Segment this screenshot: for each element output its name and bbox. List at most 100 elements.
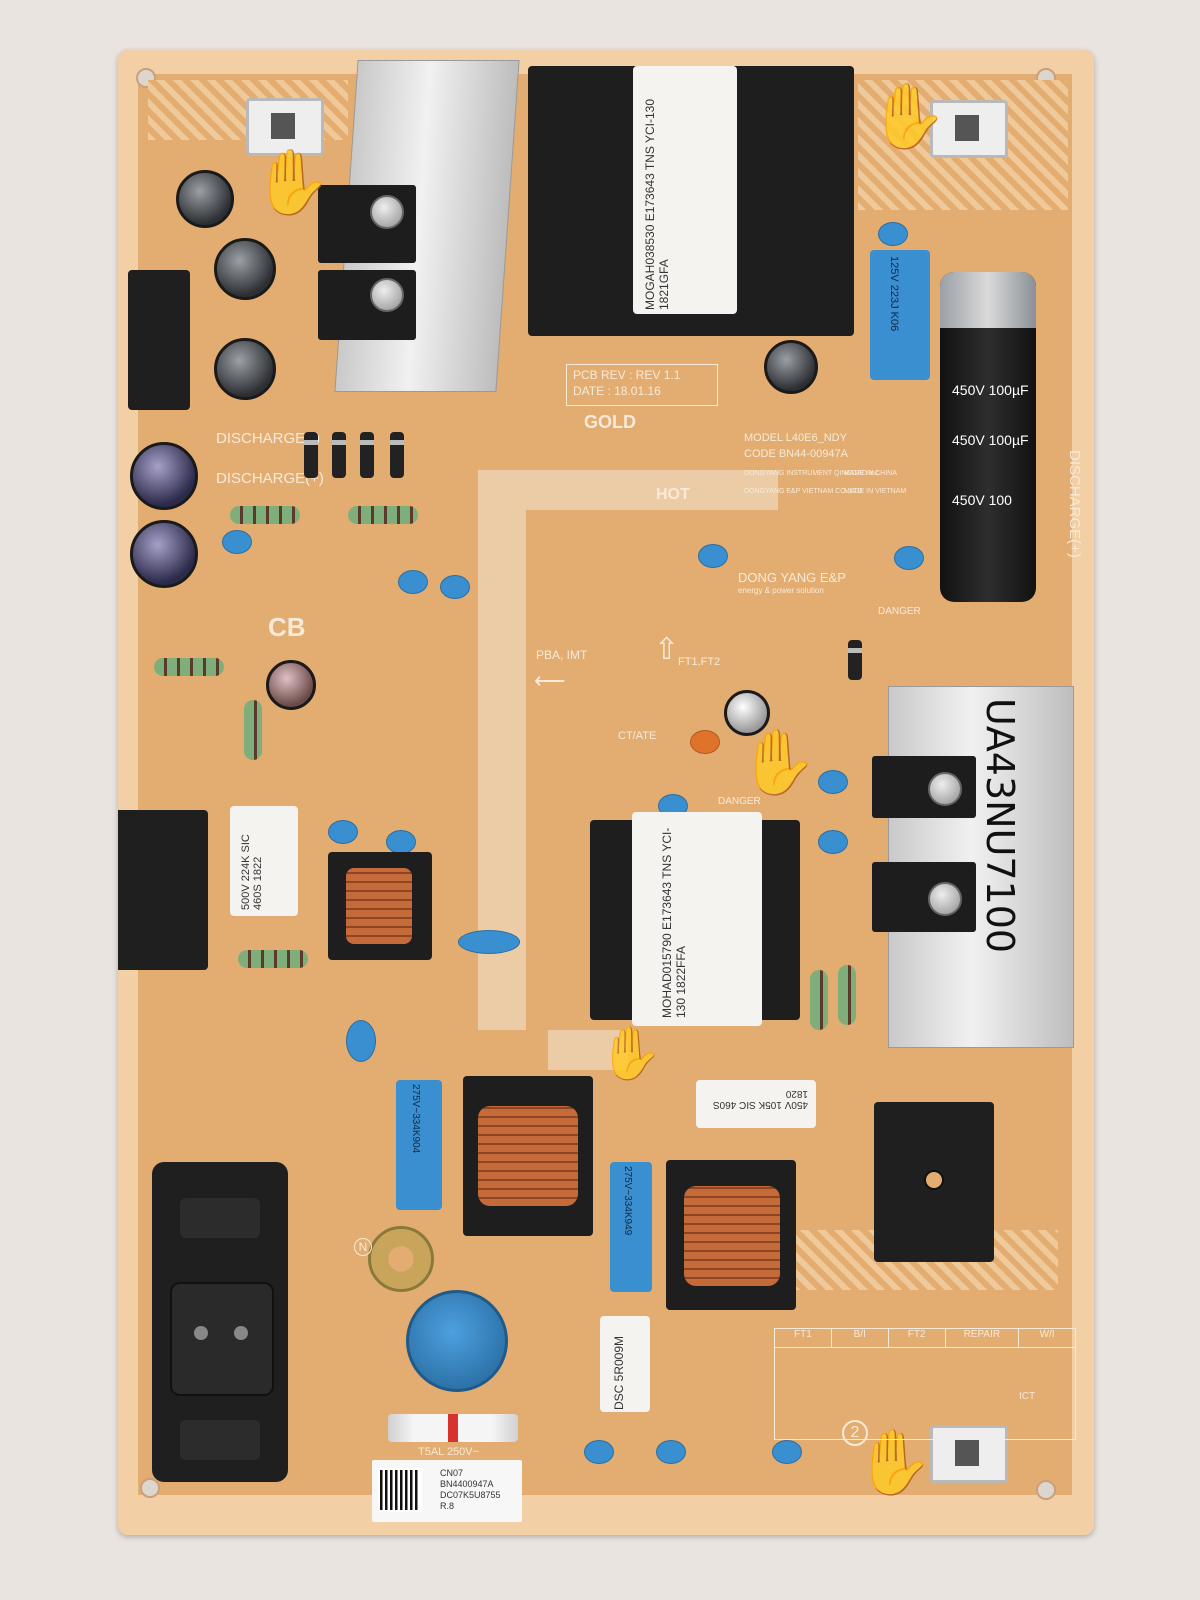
hand-warning-icon-5: ✋ — [598, 1025, 663, 1083]
discharge-minus-label: DISCHARGE(-) — [216, 430, 321, 447]
mounting-hole-bottom-right — [1036, 1480, 1056, 1500]
inductor-small-coil — [346, 868, 412, 944]
diode-4 — [390, 432, 404, 478]
bulk-cap-top — [940, 272, 1036, 328]
serial-sticker: CN07 BN4400947A DC07K5U8755 R.8 — [372, 1460, 522, 1522]
resistor-5 — [238, 950, 308, 968]
bulk-cap-text-a: 450V 100µF — [952, 382, 1029, 398]
connector-cn-mid-left — [118, 810, 208, 970]
x2-cap-left: 275V~334K904 — [396, 1080, 442, 1210]
screw-2 — [370, 278, 404, 312]
film-cap-500v: 500V 224K SIC 460S 1822 — [230, 806, 298, 916]
transformer-standby-label: MOHAD015790 E173643 TNS YCI-130 1822FFA — [632, 812, 762, 1026]
hand-warning-icon-1: ✋ — [252, 146, 332, 218]
repair-table-header: FT1 B/I FT2 REPAIR W/I — [775, 1329, 1075, 1348]
pba-arrow: ⟵ — [534, 668, 566, 693]
cap-450v-105k-text: 450V 105K SIC 460S 1820 — [712, 1088, 808, 1110]
sticker-line2: BN4400947A — [440, 1479, 494, 1489]
hand-warning-icon-4: ✋ — [854, 1426, 934, 1498]
maker-tagline: energy & power solution — [738, 586, 824, 595]
shield-clip-top-left — [246, 98, 324, 156]
repair-col-ft2: FT2 — [889, 1329, 946, 1347]
choke-left-coil — [478, 1106, 578, 1206]
isolation-slot-lower — [548, 1030, 628, 1070]
ceramic-cap-10 — [328, 820, 358, 844]
ceramic-cap-14 — [584, 1440, 614, 1464]
bulk-cap-text-c: 450V 100 — [952, 492, 1012, 508]
ac-inlet-clip-top — [180, 1198, 260, 1238]
screw-1 — [370, 195, 404, 229]
ac-inlet-clip-bottom — [180, 1420, 260, 1460]
ac-socket-pin-right — [234, 1326, 248, 1340]
hot-label: HOT — [656, 486, 690, 503]
diode-5 — [848, 640, 862, 680]
resistor-2 — [348, 506, 418, 524]
screw-4 — [928, 882, 962, 916]
ceramic-cap-3 — [398, 570, 428, 594]
maker-name: DONG YANG E&P — [738, 570, 846, 585]
ac-inlet — [152, 1162, 288, 1482]
ceramic-cap-1 — [878, 222, 908, 246]
pcb-date-text: DATE : 18.01.16 — [573, 384, 661, 398]
x2-cap-left-text: 275V~334K904 — [410, 1084, 421, 1154]
electrolytic-cap-1 — [176, 170, 234, 228]
resistor-1 — [230, 506, 300, 524]
ac-socket — [170, 1282, 274, 1396]
ceramic-cap-15 — [656, 1440, 686, 1464]
x2-cap-right-text: 275V~334K949 — [622, 1166, 633, 1236]
transformer-main-label: MOGAH038530 E173643 TNS YCI-130 1821GFA — [633, 66, 737, 314]
qr-code — [378, 1468, 422, 1512]
bulk-cap-text-b: 450V 100µF — [952, 432, 1029, 448]
hand-warning-icon-3: ✋ — [738, 726, 818, 798]
danger-label-right: DANGER — [878, 606, 921, 617]
discharge-plus-label: DISCHARGE(+) — [216, 470, 324, 487]
mosfet-2 — [318, 270, 416, 340]
ceramic-cap-16 — [772, 1440, 802, 1464]
resistor-4 — [244, 700, 262, 760]
pba-imt-label: PBA, IMT — [536, 648, 588, 662]
transformer-main-text: MOGAH038530 E173643 TNS YCI-130 1821GFA — [643, 98, 671, 310]
ceramic-cap-5 — [698, 544, 728, 568]
danger-label-mid: DANGER — [718, 796, 761, 807]
toroid-inductor — [368, 1226, 434, 1292]
hand-warning-icon-2: ✋ — [868, 80, 948, 152]
ac-socket-pin-left — [194, 1326, 208, 1340]
film-cap-125v: 125V 223J K06 — [870, 250, 930, 380]
repair-ict-label: ICT — [1019, 1391, 1036, 1402]
gold-label: GOLD — [584, 412, 636, 432]
sticker-text: CN07 BN4400947A DC07K5U8755 R.8 — [440, 1468, 501, 1512]
shield-clip-top-right — [930, 100, 1008, 158]
ceramic-cap-13 — [346, 1020, 376, 1062]
fuse-band — [448, 1414, 458, 1442]
neutral-marker: N — [354, 1238, 372, 1256]
ft1-ft2-label: FT1,FT2 — [678, 656, 721, 668]
film-cap-125v-text: 125V 223J K06 — [888, 256, 900, 332]
ceramic-cap-12 — [458, 930, 520, 954]
ntc-thermistor: DSC 5R009M — [600, 1316, 650, 1412]
maker-vietnam: DONGYANG E&P VIETNAM CO.,LTD — [744, 488, 863, 495]
code-line: CODE BN44-00947A — [744, 448, 848, 460]
discharge-right-label: DISCHARGE(+) — [1066, 450, 1083, 558]
ft-arrow: ⇧ — [654, 633, 680, 666]
repair-table: FT1 B/I FT2 REPAIR W/I ICT — [774, 1328, 1076, 1440]
repair-col-wi: W/I — [1039, 1329, 1055, 1340]
ceramic-cap-orange — [690, 730, 720, 754]
handwritten-model: UA43NU7100 — [978, 698, 1022, 954]
choke-right-coil — [684, 1186, 780, 1286]
diode-1 — [304, 432, 318, 478]
pcb-rev-text: PCB REV : REV 1.1 — [573, 368, 681, 382]
ntc-text: DSC 5R009M — [612, 1335, 626, 1410]
circle-number: 2 — [842, 1420, 868, 1446]
electrolytic-cap-3 — [214, 338, 276, 400]
electrolytic-cap-8 — [764, 340, 818, 394]
pcb-rev-box: PCB REV : REV 1.1 DATE : 18.01.16 — [566, 364, 718, 406]
bridge-rectifier-hole — [924, 1170, 944, 1190]
resistor-6 — [810, 970, 828, 1030]
made-in-china: MADE IN CHINA — [844, 470, 897, 477]
isolation-slot-horizontal — [478, 470, 778, 510]
sticker-line3: DC07K5U8755 — [440, 1490, 501, 1500]
shield-clip-bottom-right — [930, 1425, 1008, 1483]
x2-cap-right: 275V~334K949 — [610, 1162, 652, 1292]
maker-qingdao: DONGYANG INSTRUMENT QINGDAO Inc. — [744, 470, 881, 477]
bulk-cap-450v: 450V 100µF 450V 100µF 450V 100 — [940, 272, 1036, 602]
